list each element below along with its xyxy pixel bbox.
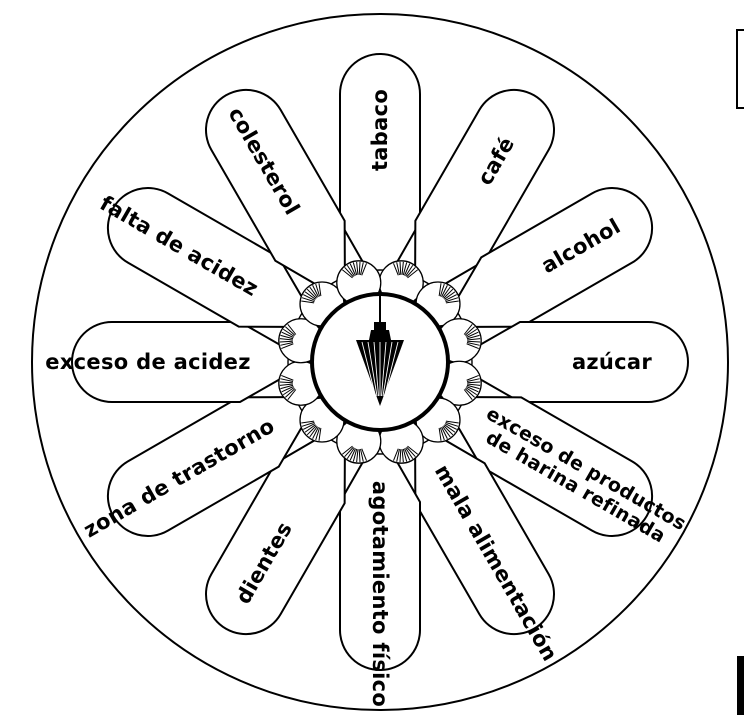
sector-label: azúcar	[572, 350, 652, 374]
sector-label: exceso de acidez	[45, 350, 250, 374]
center-group	[312, 294, 448, 430]
cropped-box-top	[737, 30, 744, 108]
cropped-box-bottom	[737, 656, 744, 715]
right-edge-fragments	[737, 30, 744, 715]
sector-label: tabaco	[368, 89, 392, 171]
sector-label: agotamiento físico	[368, 481, 392, 707]
